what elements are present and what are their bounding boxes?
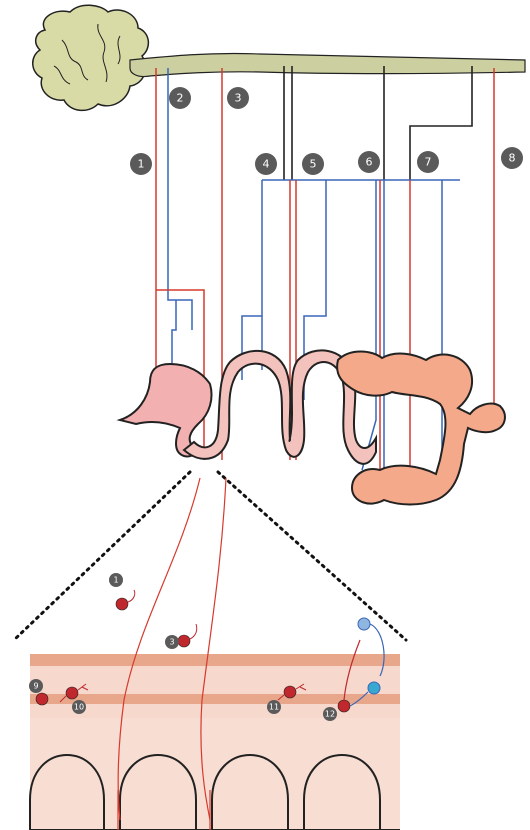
gut-wall-detail bbox=[30, 654, 400, 830]
badge-label: 9 bbox=[33, 682, 38, 691]
badge-12: 12 bbox=[323, 707, 337, 721]
badge-10: 10 bbox=[72, 700, 86, 714]
badge-label: 8 bbox=[509, 152, 516, 165]
badge-detail-1: 1 bbox=[109, 573, 123, 587]
badge-label: 2 bbox=[177, 92, 184, 105]
stomach bbox=[120, 364, 212, 456]
badge-label: 3 bbox=[169, 638, 174, 647]
neuron-axon bbox=[128, 590, 135, 602]
magnification-lines bbox=[14, 472, 406, 640]
neuron-axon bbox=[190, 624, 197, 639]
magnify-line-left bbox=[14, 472, 190, 640]
neuron-body bbox=[178, 635, 190, 647]
badge-8: 8 bbox=[501, 147, 523, 169]
badge-label: 3 bbox=[235, 92, 242, 105]
colon bbox=[337, 352, 505, 505]
neuron-body bbox=[66, 687, 78, 699]
badge-label: 7 bbox=[425, 156, 432, 169]
outer-muscle-layer bbox=[30, 654, 400, 666]
badge-label: 1 bbox=[138, 158, 145, 171]
badge-label: 12 bbox=[325, 710, 335, 719]
blue-branch-right-1 bbox=[362, 180, 376, 470]
neuron-body bbox=[358, 618, 370, 630]
neuron-body bbox=[116, 598, 128, 610]
spinal-cord bbox=[130, 53, 525, 76]
sympathetic-fibers bbox=[156, 68, 494, 490]
neuron-1 bbox=[116, 590, 135, 610]
vagus-fiber-2 bbox=[168, 68, 192, 390]
badge-1: 1 bbox=[130, 153, 152, 175]
parasympathetic-fibers bbox=[168, 68, 460, 490]
badge-11: 11 bbox=[267, 700, 281, 714]
neuron-body bbox=[368, 682, 380, 694]
neuron-body bbox=[284, 686, 296, 698]
badge-label: 10 bbox=[74, 703, 84, 712]
badge-label: 4 bbox=[263, 158, 270, 171]
badge-label: 6 bbox=[366, 156, 373, 169]
badge-label: 11 bbox=[269, 703, 279, 712]
neuron-9 bbox=[36, 693, 48, 705]
badge-5: 5 bbox=[302, 153, 324, 175]
badge-detail-3: 3 bbox=[165, 635, 179, 649]
neuron-body bbox=[338, 700, 350, 712]
badge-9: 9 bbox=[29, 679, 43, 693]
badge-2: 2 bbox=[169, 87, 191, 109]
badge-3: 3 bbox=[227, 87, 249, 109]
badge-4: 4 bbox=[255, 153, 277, 175]
badge-6: 6 bbox=[358, 151, 380, 173]
neuron-body bbox=[36, 693, 48, 705]
numbered-badges: 1 2 3 4 5 6 7 8 bbox=[130, 87, 523, 175]
brain-outline bbox=[33, 5, 149, 110]
badge-7: 7 bbox=[417, 151, 439, 173]
neuron-3 bbox=[178, 624, 197, 647]
badge-label: 5 bbox=[310, 158, 317, 171]
brain bbox=[33, 5, 149, 110]
badge-label: 1 bbox=[113, 576, 118, 585]
